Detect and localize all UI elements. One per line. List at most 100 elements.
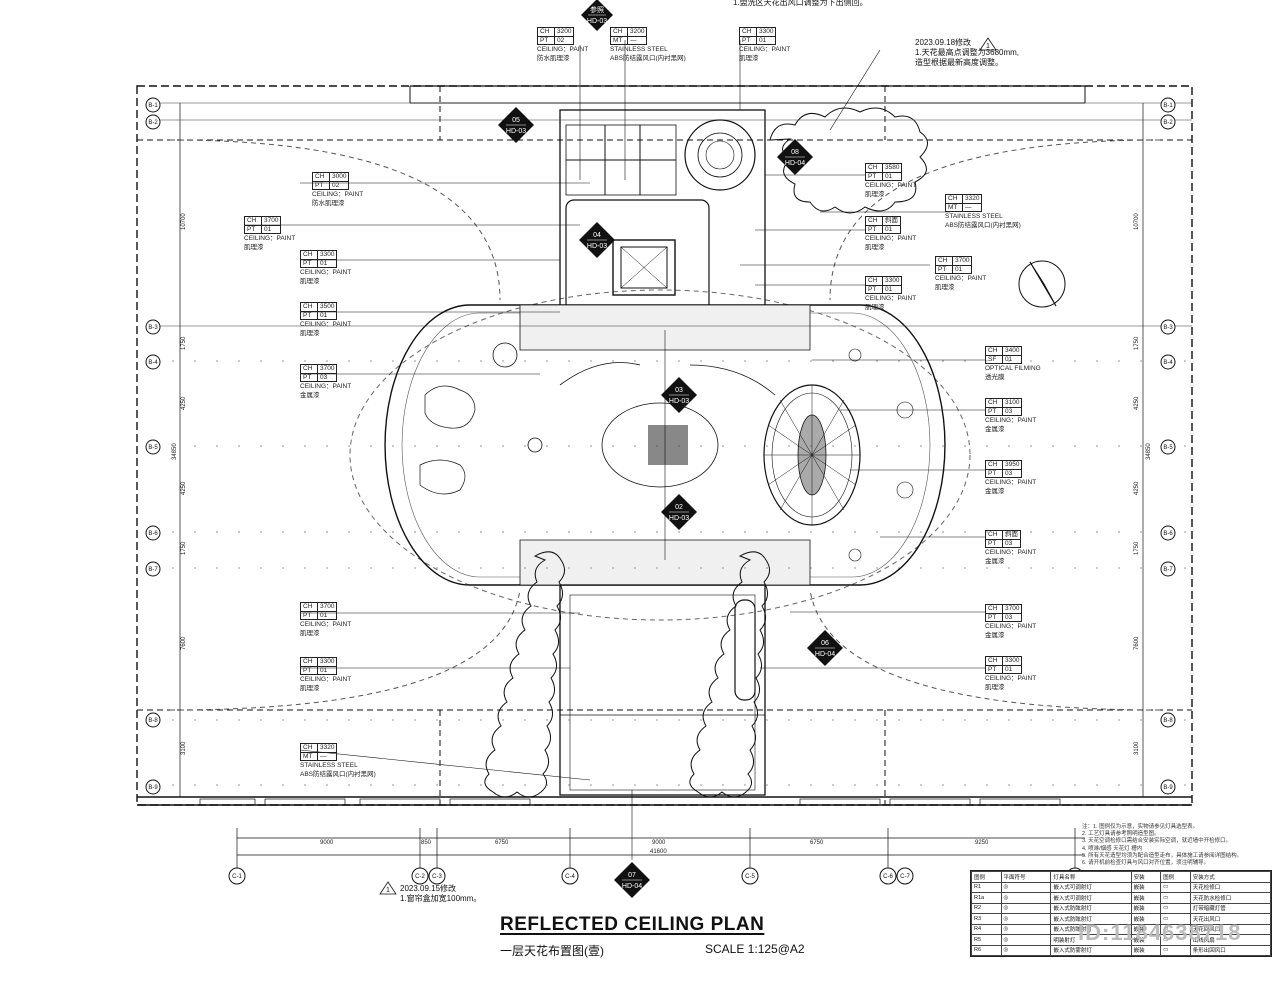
svg-text:C-6: C-6 xyxy=(883,874,893,880)
legend-cell: R4 xyxy=(971,923,1002,935)
svg-text:04: 04 xyxy=(593,232,601,239)
drawing-subtitle: 一层天花布置图(壹) xyxy=(500,944,604,958)
svg-text:HD-04: HD-04 xyxy=(622,883,642,890)
note-line: 注：1. 图例仅为示意，实物请参见灯具选型表。 xyxy=(1082,824,1199,830)
watermark-id: ID:1184638718 xyxy=(1078,920,1242,945)
revision-date: 2023.09.15修改 xyxy=(400,884,457,893)
legend-header-cell: 图例 xyxy=(971,871,1002,883)
svg-text:HD-03: HD-03 xyxy=(506,128,526,135)
svg-text:B-3: B-3 xyxy=(148,325,158,331)
lower-entrance-block xyxy=(559,584,766,796)
legend-symbol-icon: ▭ xyxy=(1160,944,1191,956)
legend-symbol-icon: ◎ xyxy=(1000,881,1052,893)
grid-row-label: B-1 xyxy=(148,103,158,109)
legend-cell: 嵌入式可调射灯 xyxy=(1050,881,1132,893)
svg-text:B-2: B-2 xyxy=(1163,120,1173,126)
legend-cell: R2 xyxy=(971,902,1002,914)
svg-text:1750: 1750 xyxy=(181,541,187,555)
svg-text:4250: 4250 xyxy=(181,396,187,410)
svg-text:C-3: C-3 xyxy=(432,874,442,880)
svg-text:1750: 1750 xyxy=(181,336,187,350)
top-note: 1.盥洗区天花出风口调整为下出侧回。 xyxy=(733,0,868,7)
svg-text:B-3: B-3 xyxy=(1163,325,1173,331)
legend-row: R1a◎嵌入式可调射灯嵌装▭天花防水检修口 xyxy=(971,892,1272,904)
legend-symbol-icon: ▭ xyxy=(1160,881,1191,893)
revision-note-2: 2023.09.15修改 1.窗帘盒加宽100mm。 xyxy=(400,884,481,904)
general-notes: 注：1. 图例仅为示意，实物请参见灯具选型表。2. 工艺灯具请参考照明造型图。3… xyxy=(1082,824,1242,867)
legend-row: R3◎嵌入式防眩射灯嵌装▭天花出风口 xyxy=(971,913,1272,925)
legend-header-cell: 平面符号 xyxy=(1000,871,1052,883)
note-line: 2. 工艺灯具请参考照明造型图。 xyxy=(1082,831,1160,838)
svg-text:3100: 3100 xyxy=(1134,741,1140,755)
svg-text:4250: 4250 xyxy=(1134,481,1140,495)
legend-cell: 嵌装 xyxy=(1130,944,1162,956)
main-oval-ceiling xyxy=(384,304,946,586)
svg-text:1750: 1750 xyxy=(1134,541,1140,555)
legend-symbol-icon: ◎ xyxy=(1000,902,1052,914)
svg-text:C-2: C-2 xyxy=(415,874,425,880)
legend-symbol-icon: ◎ xyxy=(1000,944,1052,956)
legend-row: R2◎嵌入式防眩射灯嵌装▭灯带暗藏灯管 xyxy=(971,902,1272,914)
svg-text:B-6: B-6 xyxy=(1163,531,1173,537)
svg-text:9000: 9000 xyxy=(320,840,334,846)
legend-symbol-icon: ◎ xyxy=(1000,923,1052,935)
svg-text:07: 07 xyxy=(628,872,636,879)
revision-text-2: 造型根据最新高度调整。 xyxy=(915,58,1003,67)
svg-text:B-5: B-5 xyxy=(148,445,158,451)
svg-text:B-1: B-1 xyxy=(1163,103,1173,109)
svg-text:B-6: B-6 xyxy=(148,531,158,537)
legend-header-cell: 灯具名称 xyxy=(1050,871,1132,883)
legend-cell: R5 xyxy=(971,934,1002,946)
legend-cell: 天花检修口 xyxy=(1189,881,1272,893)
note-line: 6. 请开机前检查灯具与风口对齐位置，须注明辅导。 xyxy=(1082,860,1210,867)
legend-header-cell: 安装 xyxy=(1130,871,1162,883)
legend-symbol-icon: ▭ xyxy=(1160,892,1191,904)
note-line: 5. 所有天花造型均须为配合造型走布，具体施工请参阅详图结构。 xyxy=(1082,852,1243,859)
svg-text:B-5: B-5 xyxy=(1163,445,1173,451)
revision-date: 2023.09.18修改 xyxy=(915,38,972,47)
svg-text:B-4: B-4 xyxy=(1163,360,1173,366)
svg-text:7600: 7600 xyxy=(1134,636,1140,650)
legend-cell: 嵌入式可调射灯 xyxy=(1050,892,1132,904)
legend-cell: 天花防水检修口 xyxy=(1189,892,1272,904)
north-arrow xyxy=(1018,260,1066,308)
svg-text:4250: 4250 xyxy=(181,481,187,495)
legend-symbol-icon: ◎ xyxy=(1000,913,1052,925)
svg-text:参照: 参照 xyxy=(590,5,604,14)
svg-text:HD-03: HD-03 xyxy=(587,243,607,250)
legend-cell: R3 xyxy=(971,913,1002,925)
legend-row: R1◎嵌入式可调射灯嵌装▭天花检修口 xyxy=(971,881,1272,893)
legend-cell: 嵌入式防雾射灯 xyxy=(1050,944,1132,956)
svg-text:HD-04: HD-04 xyxy=(815,651,835,658)
revision-note-1: 2023.09.18修改 1.天花最高点调整为3680mm, 造型根据最新高度调… xyxy=(915,38,1019,68)
legend-row: R6◎嵌入式防雾射灯嵌装▭条形出回风口 xyxy=(971,944,1272,956)
svg-text:C-1: C-1 xyxy=(232,874,242,880)
svg-text:B-9: B-9 xyxy=(148,785,158,791)
svg-text:10700: 10700 xyxy=(1134,213,1140,230)
svg-text:08: 08 xyxy=(791,149,799,156)
svg-text:7600: 7600 xyxy=(181,636,187,650)
svg-text:4250: 4250 xyxy=(1134,396,1140,410)
drawing-title: REFLECTED CEILING PLAN xyxy=(500,914,765,935)
legend-symbol-icon: ▭ xyxy=(1160,902,1191,914)
